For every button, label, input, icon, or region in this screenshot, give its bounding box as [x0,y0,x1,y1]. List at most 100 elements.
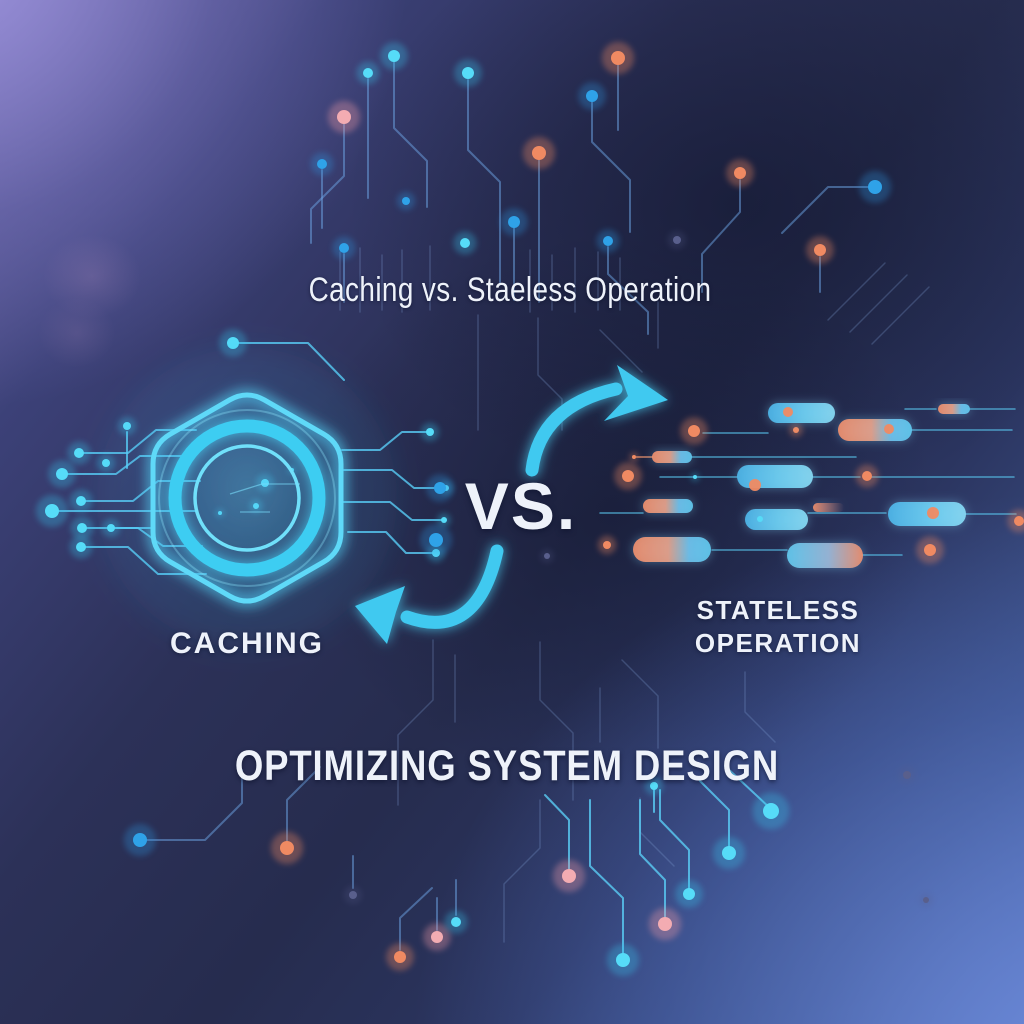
cache-ring-main [168,419,326,577]
circuit-trace [286,766,321,843]
glow-dot [924,544,936,556]
glow-dot [562,869,576,883]
data-pill [938,404,970,414]
glow-dot [74,448,84,458]
circuit-trace [503,799,541,943]
data-pills-layer [633,403,970,568]
circuit-trace [599,329,643,373]
glow-dot [1014,516,1024,526]
glow-dot [431,931,443,943]
glow-dot [45,504,59,518]
data-pill [652,451,692,463]
glow-dot [650,782,658,790]
glow-dot [903,771,911,779]
glow-dot [77,523,87,533]
glow-dot [868,180,882,194]
glow-dot [508,216,520,228]
pill-dot [783,407,793,417]
glow-dot [693,475,697,479]
glow-dot [658,917,672,931]
hexagon-cache-icon [97,348,397,648]
pill-dot [927,507,939,519]
glow-dot [722,846,736,860]
circuit-trace [701,179,741,293]
glow-dot [402,197,410,205]
pill-dot [757,516,763,522]
glow-dot [227,337,239,349]
vs-label: VS. [464,469,578,543]
glow-dot [544,553,550,559]
data-pill [737,465,813,488]
circuit-trace [744,671,776,743]
glow-dot [441,517,447,523]
glow-dot [337,110,351,124]
circuit-trace [639,799,666,921]
arrow-tail [525,382,623,477]
circuit-trace [827,262,886,321]
glow-dot [734,167,746,179]
glow-dot [673,236,681,244]
circuit-trace [397,639,434,806]
glow-dot [56,468,68,480]
circuit-trace [591,101,631,233]
circuit-trace [399,887,433,951]
data-pill [768,403,835,423]
arrow-head [355,586,405,644]
arrow-tail [400,544,504,629]
curved-arrow-left-icon [355,544,504,644]
glow-dot [426,428,434,436]
glow-dot [339,243,349,253]
curved-arrow-right-icon [525,365,668,477]
glow-dot [133,833,147,847]
circuit-trace [849,274,908,333]
glow-dot [616,953,630,967]
glow-dot [763,803,779,819]
pill-dot [884,424,894,434]
glow-dot [317,159,327,169]
glow-dot [451,917,461,927]
glow-dot [814,244,826,256]
header-title: Caching vs. Staeless Operation [308,271,712,309]
glow-dots-layer [35,41,1024,977]
data-pill [633,537,711,562]
glow-dot [394,951,406,963]
glow-dot [862,471,872,481]
glow-dot [76,542,86,552]
glow-dot [622,470,634,482]
circuit-trace [659,789,690,891]
stateless-label-line2: OPERATION [694,628,862,658]
glow-dot [460,238,470,248]
glow-dot [611,51,625,65]
glow-dot [688,425,700,437]
glow-dot [603,236,613,246]
glow-dot [923,897,929,903]
circuit-trace [393,61,428,208]
glow-dot [76,496,86,506]
data-pill [888,502,966,526]
stateless-label: STATELESS OPERATION [695,594,861,660]
glow-dot [349,891,357,899]
circuit-trace [544,794,570,873]
circuit-trace [139,769,243,841]
glow-dot [363,68,373,78]
glow-dot [532,146,546,160]
glow-dot [462,67,474,79]
cache-inner-trace [229,483,300,495]
footer-headline: OPTIMIZING SYSTEM DESIGN [234,742,780,790]
data-pill [745,509,808,530]
circuit-trace [871,286,930,345]
glow-dot [683,888,695,900]
glow-dot [793,427,799,433]
pill-dot [749,479,761,491]
data-pill [813,503,844,512]
data-pill [787,543,863,568]
circuit-trace [467,79,501,285]
circuit-trace [232,342,345,381]
circuit-trace [621,659,659,749]
glow-dot [632,455,636,459]
caching-label: CACHING [170,627,324,660]
circuit-trace [539,641,574,801]
glow-dot [280,841,294,855]
